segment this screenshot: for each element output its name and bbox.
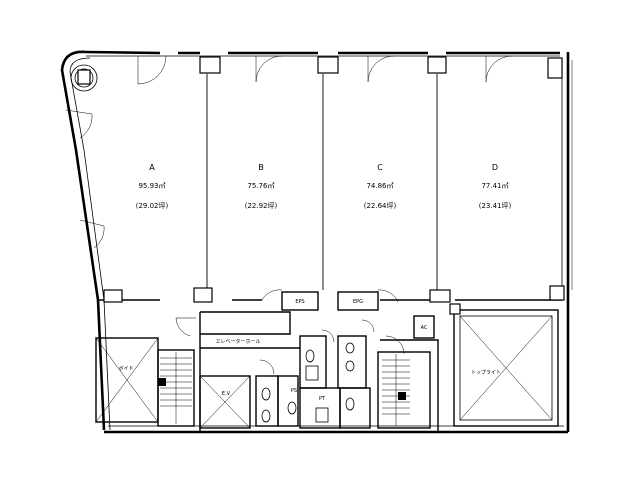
- unit-tsubo: (23.41坪): [479, 202, 512, 210]
- unit-area: 77.41㎡: [481, 182, 508, 190]
- unit-area: 75.76㎡: [247, 182, 274, 190]
- right-stair: [377, 335, 431, 429]
- ps-label: PS: [291, 388, 297, 394]
- unit-tsubo: (22.92坪): [245, 202, 278, 210]
- ac-closet: [413, 315, 435, 339]
- core-walls: EPS EPG エレベーターホール ボイド E.V: [95, 289, 559, 432]
- eps-shaft: [281, 291, 319, 311]
- toilet-room-6: [339, 387, 371, 429]
- outer-walls: [60, 50, 573, 434]
- unit-label-d: D 77.41㎡ (23.41坪): [479, 163, 512, 210]
- unit-area: 74.86㎡: [366, 182, 393, 190]
- unit-area: 95.93㎡: [138, 182, 165, 190]
- unit-label-c: C 74.86㎡ (22.64坪): [364, 163, 397, 210]
- toilet-room-2: [277, 375, 299, 427]
- elevator-shaft: [199, 375, 251, 429]
- unit-label-a: A 95.93㎡ (29.02坪): [136, 163, 169, 210]
- pt-label: PT: [319, 396, 326, 402]
- unit-label-b: B 75.76㎡ (22.92坪): [245, 163, 278, 210]
- epg-shaft: [337, 291, 379, 311]
- tenant-partitions: [206, 74, 438, 290]
- unit-id: D: [492, 163, 498, 172]
- corner-column: [70, 64, 98, 92]
- skylight-label: トップライト: [471, 370, 501, 376]
- ev-label: E.V: [222, 391, 231, 397]
- skylight: [453, 309, 559, 427]
- unit-tsubo: (22.64坪): [364, 202, 397, 210]
- ac-label: AC: [421, 325, 428, 331]
- unit-tsubo: (29.02坪): [136, 202, 169, 210]
- unit-id: C: [377, 163, 383, 172]
- top-door-swings: [65, 55, 513, 249]
- epg-label: EPG: [353, 299, 363, 305]
- left-void-label: ボイド: [118, 365, 133, 372]
- columns-top: [103, 56, 565, 303]
- unit-id: A: [149, 163, 155, 172]
- unit-id: B: [258, 163, 264, 172]
- elevator-hall-label: エレベーターホール: [215, 338, 260, 345]
- left-stair: [157, 349, 195, 427]
- toilet-room-1: [255, 375, 279, 427]
- eps-label: EPS: [295, 299, 304, 305]
